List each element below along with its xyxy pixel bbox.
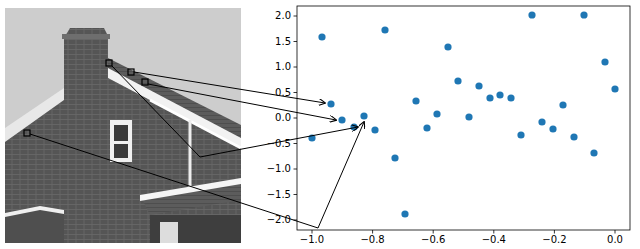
scatter-points — [308, 11, 618, 217]
tick-label: 0.0 — [275, 112, 291, 124]
tick-label: −1.0 — [300, 234, 324, 246]
tick-label: −0.4 — [482, 234, 506, 246]
tick-label: 1.5 — [275, 36, 291, 48]
tick-label: −0.6 — [421, 234, 445, 246]
tick-label: 0.0 — [607, 234, 623, 246]
plot-axes — [294, 6, 631, 234]
tick-label: 1.0 — [275, 61, 291, 73]
tick-label: −0.5 — [267, 138, 291, 150]
tick-label: −2.0 — [267, 214, 291, 226]
tick-label: 2.0 — [275, 10, 291, 22]
leader-arrows — [30, 66, 364, 228]
tick-label: 0.5 — [275, 87, 291, 99]
tick-label: −1.5 — [267, 189, 291, 201]
tick-label: −0.8 — [360, 234, 384, 246]
tick-label: −1.0 — [267, 163, 291, 175]
house-photo — [5, 8, 241, 243]
tick-label: −0.2 — [542, 234, 566, 246]
